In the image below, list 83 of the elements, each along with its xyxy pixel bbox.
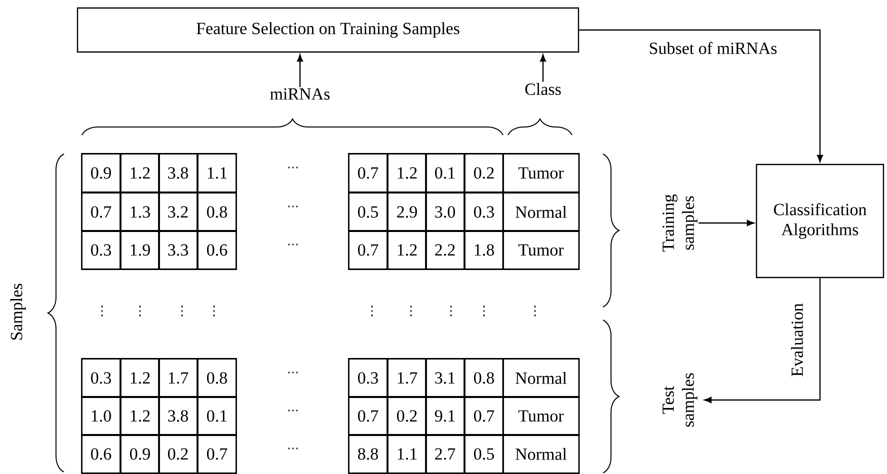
table-cell: 0.7 xyxy=(197,434,237,474)
group-label: Class xyxy=(525,83,561,95)
table-cell: 0.8 xyxy=(464,358,504,398)
table-cell: 0.7 xyxy=(464,396,504,436)
table-cell: 1.9 xyxy=(120,230,160,270)
table-cell: 1.2 xyxy=(120,358,160,398)
table-cell: 1.1 xyxy=(197,153,237,193)
table-cell: 0.8 xyxy=(197,358,237,398)
table-cell: 3.0 xyxy=(425,192,465,232)
table-cell: 0.7 xyxy=(348,153,388,193)
ellipsis: ⋮ xyxy=(371,306,373,316)
table-cell: 0.7 xyxy=(348,230,388,270)
table-cell: 3.2 xyxy=(158,192,198,232)
table-cell: 0.1 xyxy=(425,153,465,193)
table-cell: 1.2 xyxy=(387,153,427,193)
process-box: Feature Selection on Training Samples xyxy=(76,7,580,53)
arrow xyxy=(540,54,546,82)
table-cell: 0.2 xyxy=(158,434,198,474)
table-cell: 3.8 xyxy=(158,396,198,436)
table-cell: 0.3 xyxy=(348,358,388,398)
table-cell: 3.1 xyxy=(425,358,465,398)
table-cell: Normal xyxy=(502,434,580,474)
table-cell: 2.9 xyxy=(387,192,427,232)
table-cell: 2.2 xyxy=(425,230,465,270)
table-cell: 0.7 xyxy=(348,396,388,436)
ellipsis: ⋮ xyxy=(139,306,141,316)
table-cell: 0.2 xyxy=(387,396,427,436)
table-cell: 1.2 xyxy=(120,153,160,193)
table-cell: 1.0 xyxy=(81,396,121,436)
arrow xyxy=(579,29,824,162)
table-cell: 2.7 xyxy=(425,434,465,474)
ellipsis: ⋯ xyxy=(288,206,298,208)
process-box: Classification Algorithms xyxy=(756,164,884,278)
table-cell: 0.7 xyxy=(81,192,121,232)
table-cell: Tumor xyxy=(502,396,580,436)
ellipsis: ⋯ xyxy=(288,448,298,450)
table-cell: 1.3 xyxy=(120,192,160,232)
table-cell: 0.8 xyxy=(197,192,237,232)
group-label: Samples xyxy=(10,284,26,340)
ellipsis: ⋮ xyxy=(450,306,452,316)
table-cell: 0.9 xyxy=(120,434,160,474)
arrow xyxy=(704,278,821,404)
edge-label: Evaluation xyxy=(790,302,804,378)
table-cell: 1.1 xyxy=(387,434,427,474)
table-cell: 3.8 xyxy=(158,153,198,193)
table-cell: 3.3 xyxy=(158,230,198,270)
group-label: Training samples xyxy=(662,194,698,252)
table-cell: 0.3 xyxy=(464,192,504,232)
table-cell: 1.2 xyxy=(120,396,160,436)
ellipsis: ⋯ xyxy=(288,244,298,246)
table-cell: 0.6 xyxy=(197,230,237,270)
table-cell: 1.8 xyxy=(464,230,504,270)
group-label: Test samples xyxy=(662,373,698,427)
table-cell: 0.5 xyxy=(464,434,504,474)
ellipsis: ⋮ xyxy=(410,306,412,316)
table-cell: 0.5 xyxy=(348,192,388,232)
table-cell: Tumor xyxy=(502,153,580,193)
table-cell: 1.7 xyxy=(387,358,427,398)
ellipsis: ⋮ xyxy=(483,306,485,316)
table-cell: 1.2 xyxy=(387,230,427,270)
ellipsis: ⋯ xyxy=(288,372,298,374)
ellipsis: ⋮ xyxy=(101,306,103,316)
table-cell: 1.7 xyxy=(158,358,198,398)
table-cell: 0.2 xyxy=(464,153,504,193)
ellipsis: ⋮ xyxy=(534,306,536,316)
arrow xyxy=(296,54,304,88)
table-cell: 0.9 xyxy=(81,153,121,193)
ellipsis: ⋯ xyxy=(288,166,298,168)
group-label: miRNAs xyxy=(270,88,330,100)
ellipsis: ⋮ xyxy=(213,306,215,316)
edge-label: Subset of miRNAs xyxy=(648,40,778,56)
arrow xyxy=(698,220,754,226)
ellipsis: ⋮ xyxy=(181,306,183,316)
table-cell: 0.6 xyxy=(81,434,121,474)
table-cell: 0.1 xyxy=(197,396,237,436)
table-cell: 0.3 xyxy=(81,358,121,398)
ellipsis: ⋯ xyxy=(288,410,298,412)
table-cell: Normal xyxy=(502,192,580,232)
table-cell: Normal xyxy=(502,358,580,398)
table-cell: 0.3 xyxy=(81,230,121,270)
table-cell: Tumor xyxy=(502,230,580,270)
table-cell: 8.8 xyxy=(348,434,388,474)
table-cell: 9.1 xyxy=(425,396,465,436)
